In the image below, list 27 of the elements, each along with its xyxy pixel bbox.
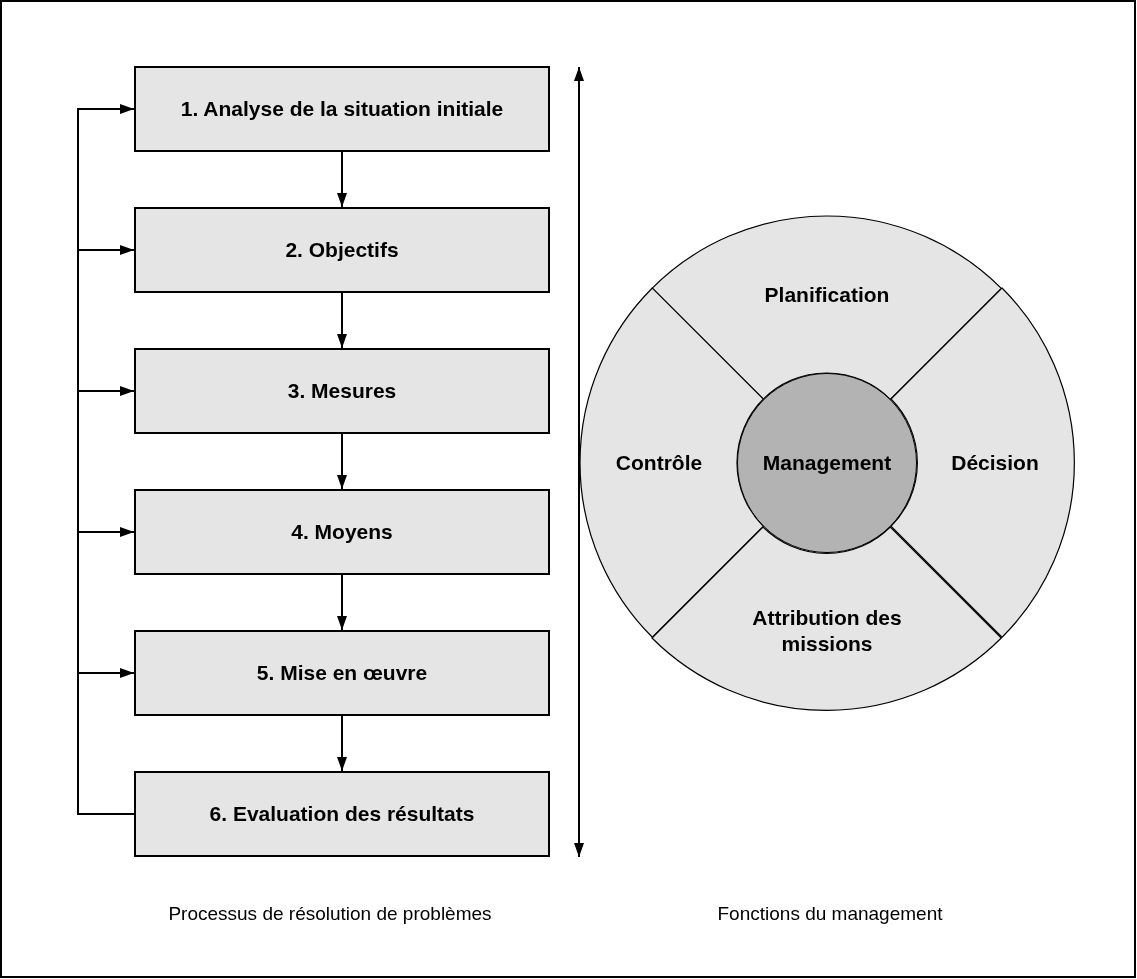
- arrow: [337, 715, 347, 772]
- caption: Processus de résolution de problèmes: [168, 903, 492, 924]
- node-label: Attribution des missions: [751, 604, 903, 657]
- node-label: 1. Analyse de la situation initiale: [180, 95, 504, 122]
- ring-sector: [652, 526, 1002, 710]
- process-box: [134, 348, 550, 434]
- process-box: [134, 207, 550, 293]
- caption: Fonctions du management: [717, 903, 943, 924]
- node-label: 6. Evaluation des résultats: [209, 800, 475, 827]
- node-label: 5. Mise en œuvre: [256, 659, 428, 686]
- node-label: Planification: [764, 281, 890, 308]
- arrow: [337, 433, 347, 490]
- process-box: [134, 771, 550, 857]
- node-label: 3. Mesures: [287, 377, 397, 404]
- process-box: [134, 66, 550, 152]
- arrow: [337, 574, 347, 631]
- arrow: [337, 292, 347, 349]
- node-label: 4. Moyens: [291, 518, 393, 545]
- arrow: [77, 668, 135, 815]
- node-label: 2. Objectifs: [285, 236, 399, 263]
- arrow: [337, 151, 347, 208]
- process-box: [134, 630, 550, 716]
- node-label: Management: [762, 450, 892, 477]
- node-label: Contrôle: [615, 449, 703, 476]
- node-label: Décision: [951, 449, 1039, 476]
- process-box: [134, 489, 550, 575]
- ring-sector: [652, 216, 1002, 400]
